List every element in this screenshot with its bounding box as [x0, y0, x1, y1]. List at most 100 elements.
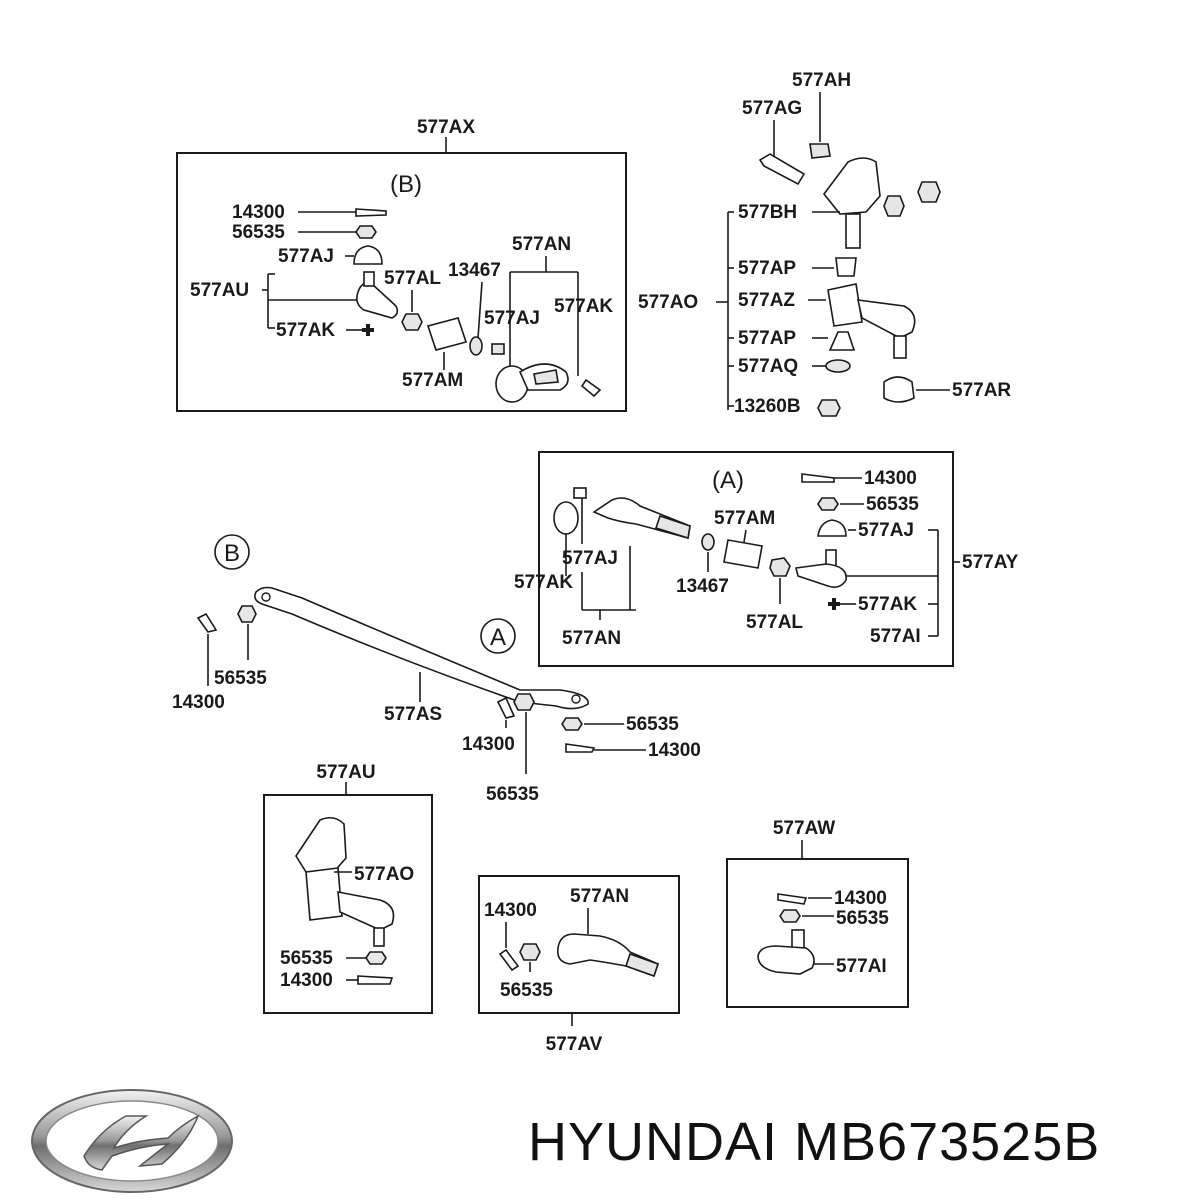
cotter-pin-icon [496, 696, 516, 719]
washer-icon [825, 359, 851, 373]
cotter-pin-icon [801, 473, 835, 483]
castle-nut-icon [355, 225, 377, 239]
label-14300-av: 14300 [484, 900, 537, 921]
castle-nut-icon [513, 693, 535, 711]
label-14300-r1: 14300 [172, 692, 225, 713]
label-577aj-a2: 577AK [514, 572, 573, 593]
assembly-box-aw [726, 858, 909, 1008]
cotter-pin-icon [580, 378, 602, 398]
cotter-pin-icon [498, 948, 520, 972]
label-577ak-a: 577AK [858, 594, 917, 615]
idler-bracket-icon [295, 816, 347, 875]
label-577aw: 577AW [773, 818, 835, 839]
label-577bh: 577BH [738, 202, 797, 223]
long-bolt-icon [758, 153, 806, 186]
arm-lever-icon [856, 299, 916, 339]
label-577ah: 577AH [792, 70, 851, 91]
label-56535-au: 56535 [280, 948, 333, 969]
assembly-box-au [263, 794, 433, 1014]
label-577ai-a: 577AI [870, 626, 921, 647]
assembly-box-av [478, 875, 680, 1014]
cotter-pin-icon [777, 893, 808, 905]
label-577ai-aw: 577AI [836, 956, 887, 977]
lock-nut-icon [401, 313, 423, 331]
idler-bracket-icon [822, 157, 881, 215]
label-56535-r1: 56535 [214, 668, 267, 689]
label-577ak: 577AK [276, 320, 335, 341]
label-577ap: 577AP [738, 258, 796, 279]
relay-rod-group: B A 577AS 14300 56535 14300 56535 56535 … [172, 534, 701, 805]
label-577ax: 577AX [417, 117, 475, 138]
idler-arm-icon [305, 867, 343, 921]
label-56535: 56535 [232, 222, 285, 243]
label-577ag: 577AG [742, 98, 802, 119]
label-577al: 577AL [384, 268, 441, 289]
label-577as: 577AS [384, 704, 442, 725]
label-577ap-2: 577AP [738, 328, 796, 349]
label-577az: 577AZ [738, 290, 795, 311]
marker-b: (B) [390, 171, 422, 198]
castle-nut-icon [817, 497, 839, 511]
tie-rod-end-icon [795, 563, 847, 588]
hyundai-logo-icon [31, 1089, 233, 1193]
ball-stud-icon [373, 927, 385, 947]
label-577ao: 577AO [638, 292, 698, 313]
label-577al-a: 577AL [746, 612, 803, 633]
label-577ao-au: 577AO [354, 864, 414, 885]
cap-icon [883, 376, 915, 403]
assembly-577ax: 577AX (B) 14300 56535 577AJ 577AU 577AK … [176, 117, 627, 412]
brand-part-number: HYUNDAI MB673525B [528, 1110, 1188, 1174]
idler-shaft-icon [845, 213, 861, 249]
idler-arm-group: 577AH 577AG 577AO 577BH 577AP 577AZ 577A… [638, 70, 1011, 417]
adjusting-sleeve-icon [426, 317, 468, 351]
assembly-box-a [538, 451, 954, 667]
cotter-pin-icon [565, 743, 596, 753]
label-56535-av: 56535 [500, 980, 553, 1001]
label-577aj-2: 577AJ [484, 308, 540, 329]
bolt-head-icon [809, 143, 831, 159]
label-577aq: 577AQ [738, 356, 798, 377]
ball-stud-icon [893, 335, 907, 359]
assembly-577aw: 577AW 14300 56535 577AI [726, 818, 909, 1008]
bushing-icon [835, 257, 857, 277]
castle-nut-icon [519, 943, 541, 961]
label-577au: 577AU [190, 280, 249, 301]
label-577au-box: 577AU [316, 762, 375, 783]
assembly-577au: 577AU 577AO 56535 14300 [263, 762, 433, 1014]
assembly-box-b [176, 152, 627, 412]
label-577an: 577AN [512, 234, 571, 255]
cotter-pin-icon [573, 487, 587, 499]
label-577am-a: 577AM [714, 508, 775, 529]
label-56535-a: 56535 [866, 494, 919, 515]
label-577an-av: 577AN [570, 886, 629, 907]
label-577aj: 577AJ [278, 246, 334, 267]
label-13467: 13467 [448, 260, 501, 281]
label-56535-r3: 56535 [486, 784, 539, 805]
washer-icon [469, 336, 483, 356]
label-577ar: 577AR [952, 380, 1011, 401]
label-577aj-a: 577AJ [858, 520, 914, 541]
label-577an-a: 577AN [562, 628, 621, 649]
label-577ay: 577AY [962, 552, 1019, 573]
marker-b-circle: B [224, 540, 240, 567]
small-nut-icon [491, 343, 505, 355]
bushing-icon [828, 331, 856, 351]
idler-arm-icon [827, 283, 863, 327]
castle-nut-icon [779, 909, 801, 923]
nut-icon [883, 195, 905, 217]
cotter-pin-icon [357, 975, 394, 985]
nut-icon [817, 399, 841, 417]
label-14300-a: 14300 [864, 468, 917, 489]
grease-nipple-icon [362, 324, 374, 336]
part-number: MB673525B [794, 1112, 1101, 1172]
label-577ak-2: 577AK [554, 296, 613, 317]
label-56535-aw: 56535 [836, 908, 889, 929]
castle-nut-icon [237, 605, 257, 623]
castle-nut-icon [561, 717, 583, 731]
lock-nut-icon [769, 557, 791, 577]
label-577av: 577AV [546, 1034, 603, 1055]
grease-nipple-icon [828, 598, 840, 610]
castle-nut-icon [365, 951, 387, 965]
assembly-577ay: (A) 577AY 14300 56535 577AJ 577AK 577AI … [514, 451, 1019, 667]
